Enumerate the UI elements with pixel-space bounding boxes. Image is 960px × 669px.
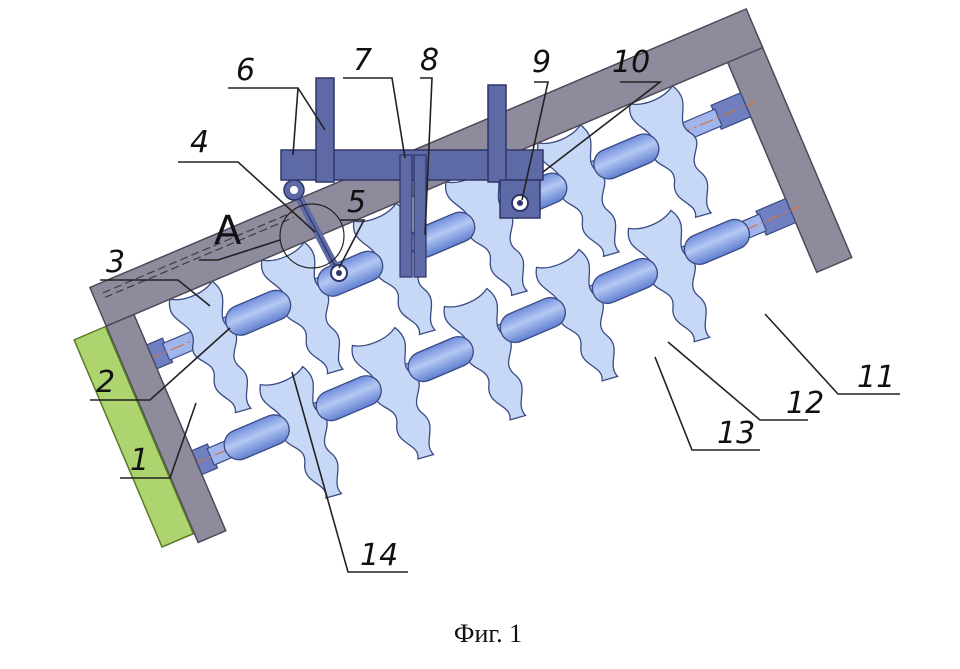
stand-8 bbox=[413, 154, 427, 278]
label-9: 9 bbox=[532, 45, 551, 80]
left-side-plate bbox=[105, 313, 227, 544]
label-5: 5 bbox=[347, 185, 366, 220]
label-7: 7 bbox=[353, 43, 372, 78]
green-plate bbox=[73, 325, 195, 548]
hitch-assembly bbox=[279, 77, 544, 282]
detail-circle-a bbox=[279, 203, 345, 269]
label-12: 12 bbox=[786, 386, 824, 421]
label-8: 8 bbox=[420, 43, 439, 78]
figure-caption: Фиг. 1 bbox=[454, 619, 522, 648]
label-3: 3 bbox=[106, 245, 125, 280]
label-4: 4 bbox=[190, 125, 209, 160]
label-13: 13 bbox=[717, 416, 755, 451]
right-post bbox=[487, 84, 507, 183]
label-10: 10 bbox=[612, 45, 650, 80]
label-14: 14 bbox=[360, 538, 398, 573]
label-6: 6 bbox=[236, 53, 255, 88]
leader-lines bbox=[90, 77, 900, 573]
main-assembly bbox=[73, 7, 853, 548]
label-1: 1 bbox=[130, 443, 149, 478]
label-11: 11 bbox=[857, 360, 895, 395]
stand-7 bbox=[399, 154, 413, 278]
label-2: 2 bbox=[96, 365, 115, 400]
label-a: A bbox=[214, 208, 242, 254]
